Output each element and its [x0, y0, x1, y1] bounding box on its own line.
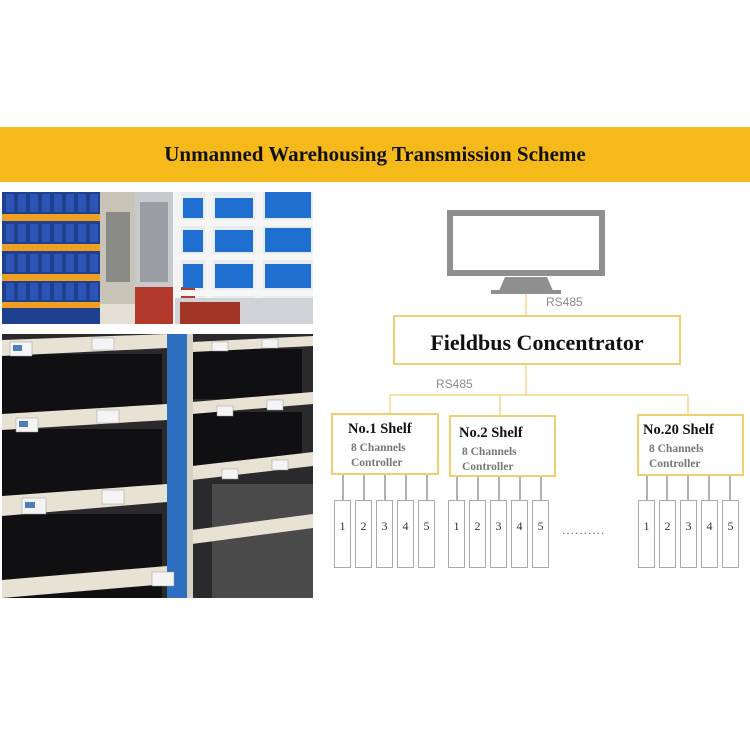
slot-number: 2 — [474, 519, 481, 533]
slot-number: 2 — [360, 519, 367, 533]
slot: 4 — [701, 500, 718, 568]
fieldbus-concentrator: Fieldbus Concentrator — [393, 315, 681, 365]
shelf-controller-2: No.2 Shelf 8 Channels Controller — [449, 415, 556, 477]
slot: 5 — [532, 500, 549, 568]
slot: 3 — [376, 500, 393, 568]
shelf-title: No.2 Shelf — [459, 425, 523, 441]
slot: 1 — [334, 500, 351, 568]
transmission-diagram: RS485 Fieldbus Concentrator RS485 No.1 S… — [325, 195, 750, 595]
warehouse-bin-photo-right — [135, 192, 313, 324]
slot: 2 — [659, 500, 676, 568]
shelf-subtitle-line1: 8 Channels — [351, 442, 406, 454]
slot: 1 — [448, 500, 465, 568]
slot-number: 1 — [339, 519, 346, 533]
shelf-title: No.1 Shelf — [348, 421, 412, 437]
slot-number: 2 — [664, 519, 671, 533]
slot-number: 1 — [643, 519, 650, 533]
slot: 4 — [397, 500, 414, 568]
slot: 5 — [418, 500, 435, 568]
concentrator-label: Fieldbus Concentrator — [430, 330, 644, 355]
title-banner: Unmanned Warehousing Transmission Scheme — [0, 127, 750, 182]
slot: 3 — [680, 500, 697, 568]
ellipsis: .......... — [562, 523, 606, 537]
shelf-subtitle: 8 Channels Controller — [462, 445, 542, 475]
rs485-label-bus: RS485 — [436, 377, 473, 391]
slot: 4 — [511, 500, 528, 568]
shelf-subtitle-line2: Controller — [351, 457, 403, 469]
warehouse-rack-photo-left — [2, 192, 135, 324]
monitor-icon — [447, 210, 605, 294]
shelf-subtitle-line1: 8 Channels — [462, 446, 517, 458]
slot-number: 5 — [537, 519, 544, 533]
shelf-title: No.20 Shelf — [643, 422, 714, 438]
shelf-subtitle-line1: 8 Channels — [649, 443, 704, 455]
slot-number: 5 — [423, 519, 430, 533]
slot-number: 4 — [516, 519, 523, 533]
slot-number: 4 — [402, 519, 409, 533]
shelf-subtitle: 8 Channels Controller — [351, 441, 431, 471]
shelf-controller-1: No.1 Shelf 8 Channels Controller — [331, 413, 439, 475]
slot-number: 1 — [453, 519, 460, 533]
slot: 1 — [638, 500, 655, 568]
shelf-controller-20: No.20 Shelf 8 Channels Controller — [637, 414, 744, 476]
connector-lines — [342, 210, 731, 500]
slot-number: 3 — [381, 519, 388, 533]
slot-number: 5 — [727, 519, 734, 533]
slot: 5 — [722, 500, 739, 568]
slot-number: 4 — [706, 519, 713, 533]
slot: 2 — [355, 500, 372, 568]
shelf-subtitle-line2: Controller — [462, 461, 514, 473]
shelf-label-photo — [2, 334, 313, 598]
slot: 3 — [490, 500, 507, 568]
shelf-subtitle: 8 Channels Controller — [649, 442, 729, 472]
rs485-label-top: RS485 — [546, 295, 583, 309]
slot-number: 3 — [495, 519, 502, 533]
slot-number: 3 — [685, 519, 692, 533]
slot: 2 — [469, 500, 486, 568]
page-title: Unmanned Warehousing Transmission Scheme — [164, 142, 586, 166]
shelf-subtitle-line2: Controller — [649, 458, 701, 470]
